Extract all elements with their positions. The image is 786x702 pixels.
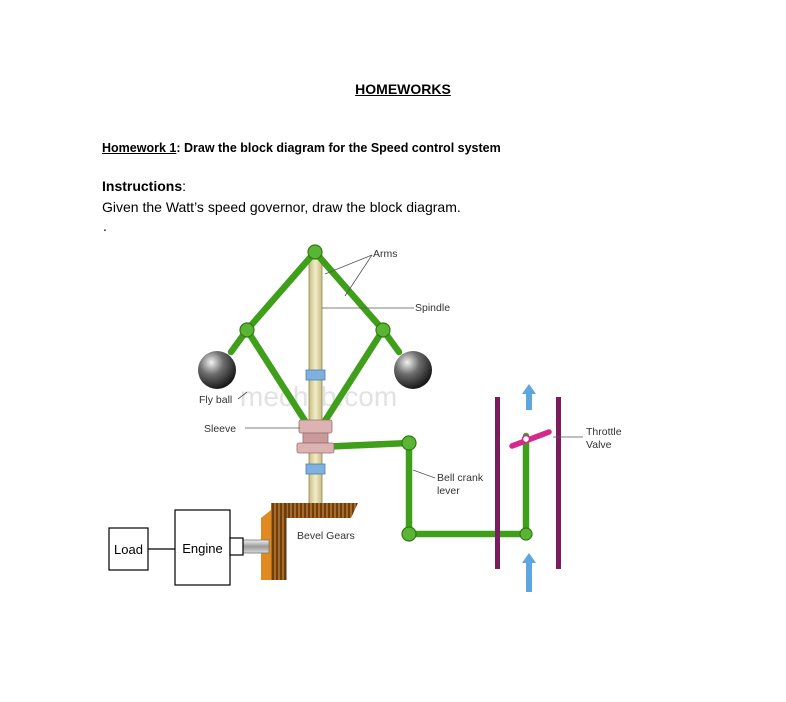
upper-collar <box>305 369 326 381</box>
instructions-title: Instructions: <box>102 178 186 194</box>
label-engine: Engine <box>182 541 222 556</box>
label-arms: Arms <box>373 248 398 260</box>
fly-ball-left <box>198 351 236 389</box>
lower-collar <box>305 463 326 475</box>
leader-lines <box>237 254 583 479</box>
label-fly-ball: Fly ball <box>199 394 232 406</box>
bullet-dot: . <box>103 218 107 234</box>
spindle-shaft <box>308 254 323 516</box>
homework-separator: : <box>176 141 184 155</box>
label-bell-crank-2: lever <box>437 485 460 497</box>
instructions-colon: : <box>182 178 187 194</box>
label-load: Load <box>114 542 143 557</box>
flow-arrows <box>522 384 536 592</box>
pipe-right-wall <box>556 397 561 569</box>
pipe-left-wall <box>495 397 500 569</box>
instructions-title-text: Instructions <box>102 178 183 194</box>
label-spindle: Spindle <box>415 302 450 314</box>
throttle-pivot <box>521 434 531 444</box>
page-heading: HOMEWORKS <box>355 81 451 97</box>
label-bell-crank-1: Bell crank <box>437 472 484 484</box>
throttle-disk <box>509 429 552 449</box>
engine-coupling <box>229 537 244 556</box>
bell-crank-lever <box>314 432 530 538</box>
sleeve <box>296 419 335 454</box>
label-throttle-1: Throttle <box>586 426 622 438</box>
governor-arms <box>227 248 403 428</box>
homework-line: Homework 1: Draw the block diagram for t… <box>102 141 501 155</box>
instructions-text: Given the Watt’s speed governor, draw th… <box>102 199 461 215</box>
homework-task: Draw the block diagram for the Speed con… <box>183 141 501 155</box>
homework-label: Homework 1 <box>102 141 177 155</box>
load-box <box>108 527 149 571</box>
label-throttle-2: Valve <box>586 439 612 451</box>
fly-ball-right <box>394 351 432 389</box>
engine-shaft <box>242 539 270 554</box>
label-sleeve: Sleeve <box>204 423 236 435</box>
pivot-joints <box>239 244 533 542</box>
bevel-gears <box>261 503 358 580</box>
label-bevel-gears: Bevel Gears <box>297 530 355 542</box>
